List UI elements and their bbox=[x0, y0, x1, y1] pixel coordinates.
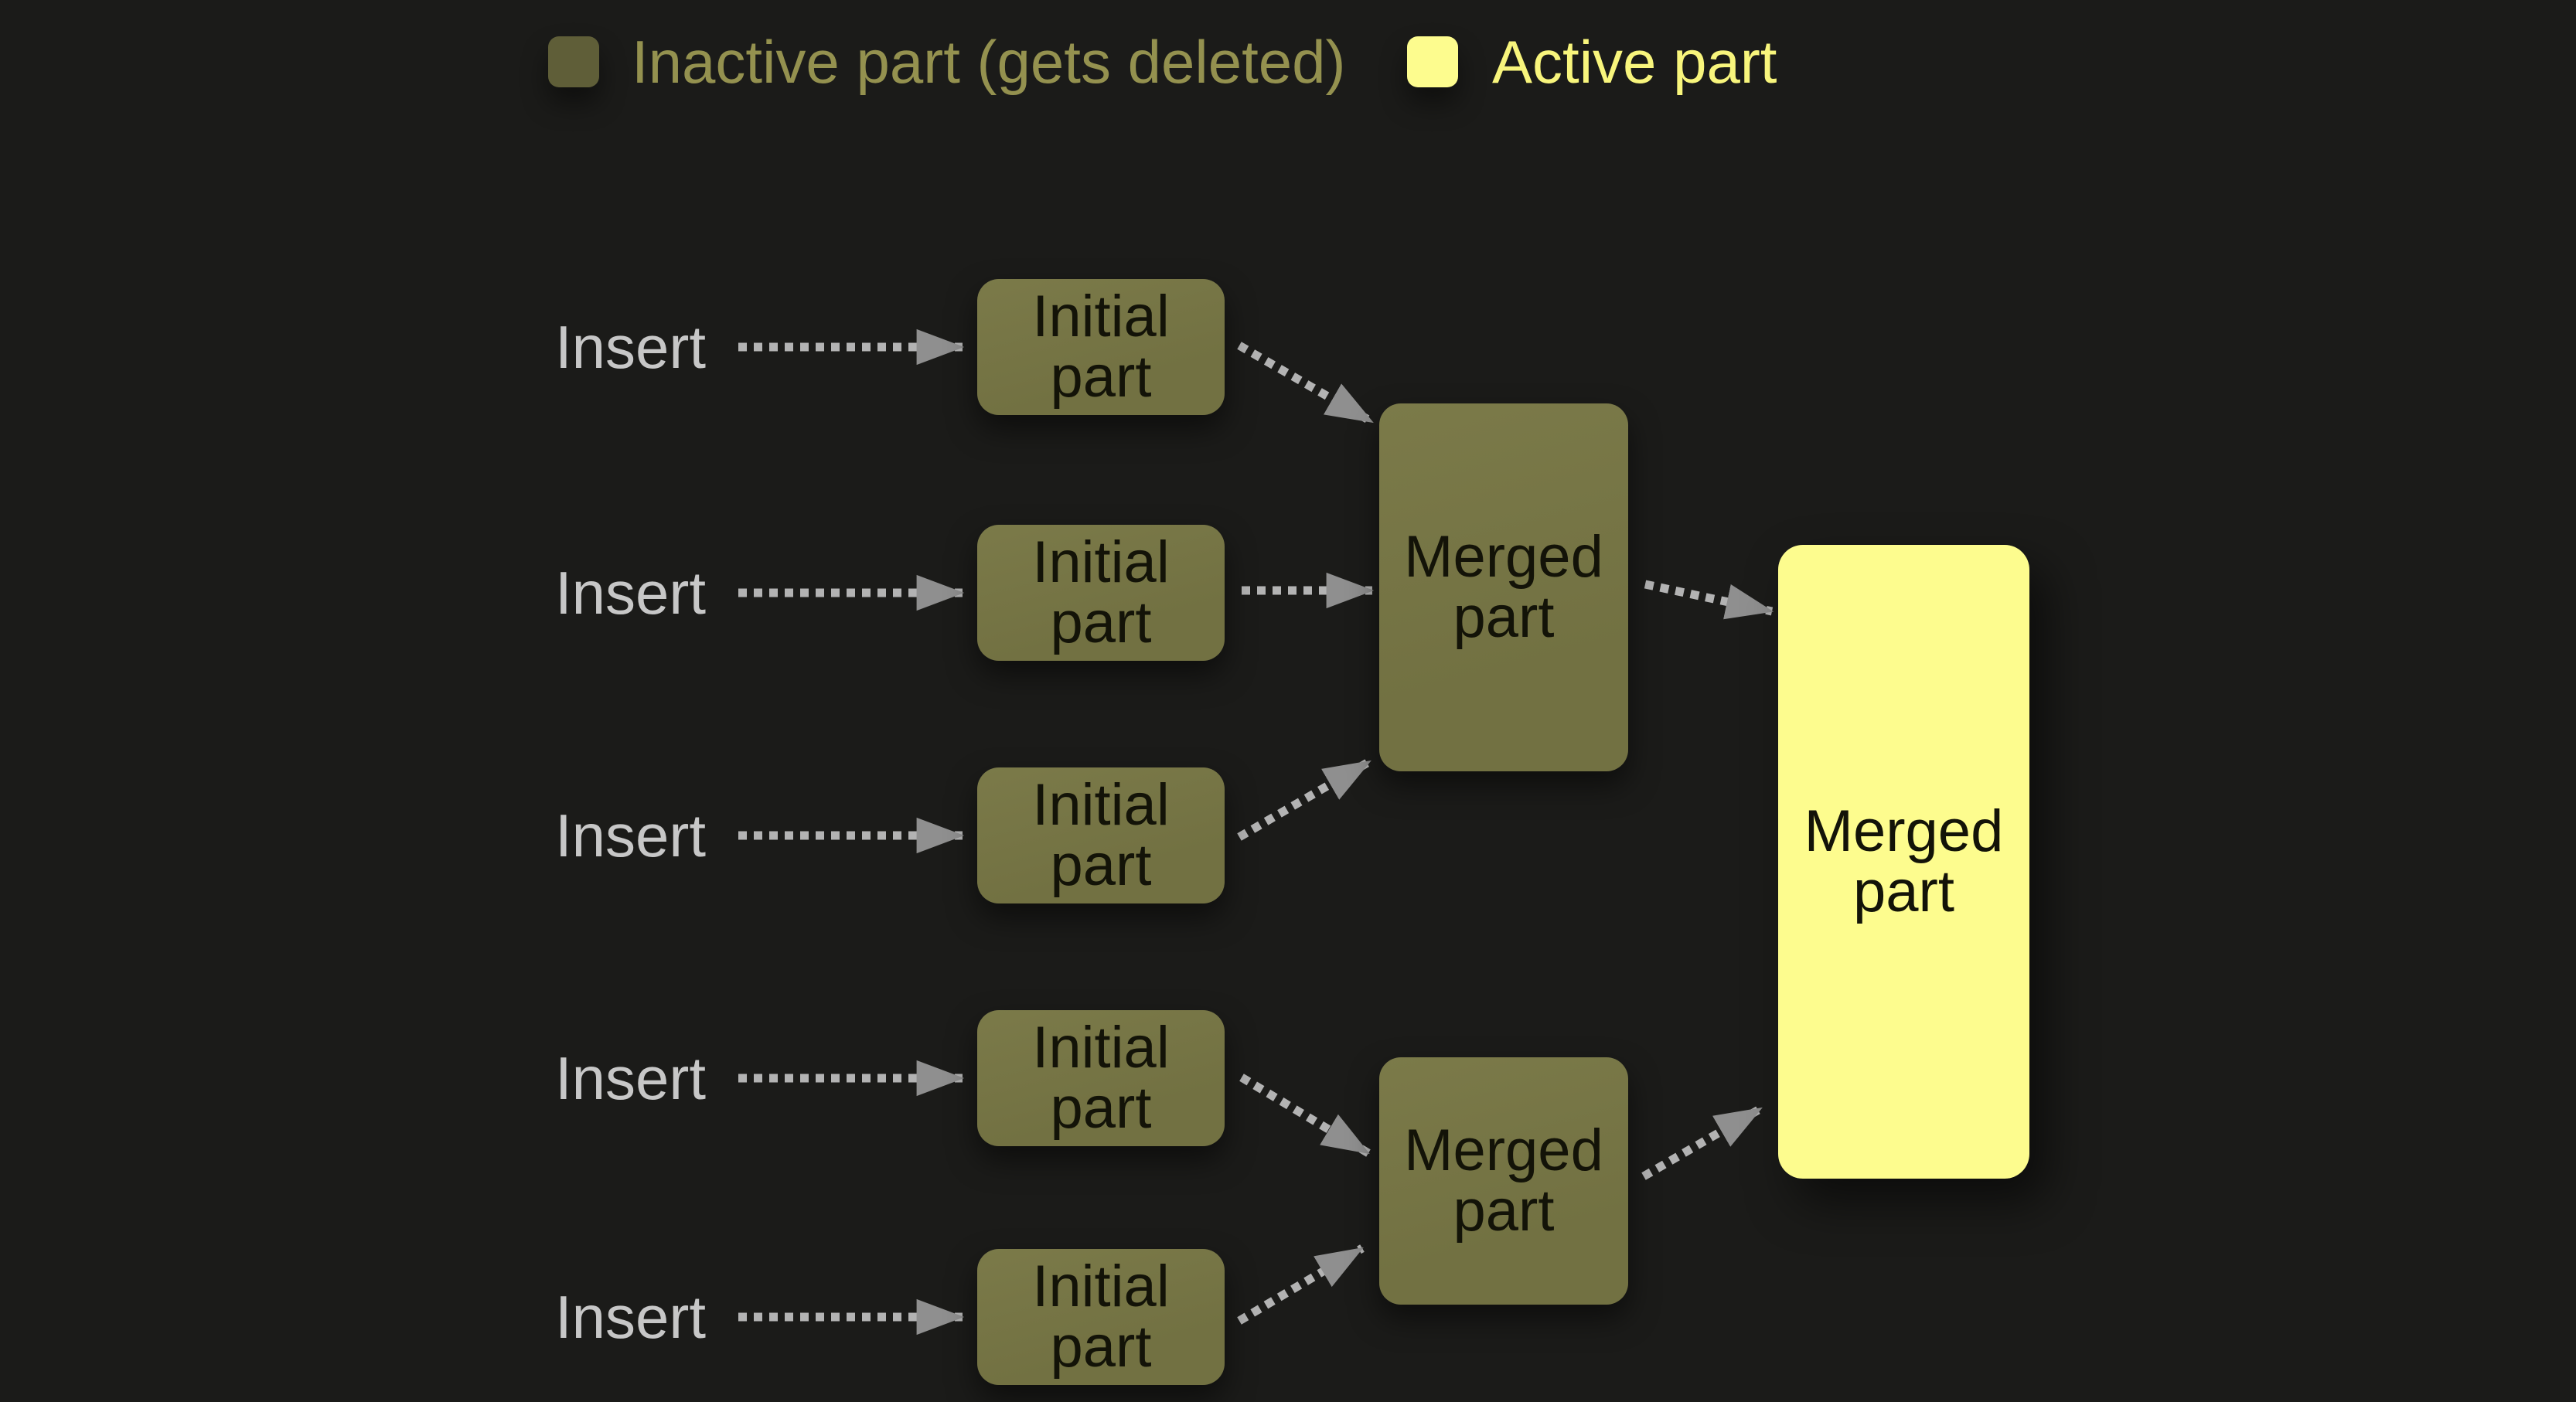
merged-part-label: Merged part bbox=[1404, 1118, 1603, 1244]
insert-label-1: Insert bbox=[555, 313, 707, 381]
arrow-merged1-to-final bbox=[1644, 580, 1774, 620]
arrow-initial1-to-merged1 bbox=[1237, 342, 1375, 426]
insert-label-4: Insert bbox=[555, 1044, 707, 1112]
merged-part-label: Merged part bbox=[1804, 798, 2004, 924]
initial-part-node-5: Initial part bbox=[977, 1249, 1225, 1385]
legend-inactive-label: Inactive part (gets deleted) bbox=[632, 28, 1346, 96]
insert-label-3: Insert bbox=[555, 801, 707, 869]
arrow-initial3-to-merged1 bbox=[1237, 757, 1372, 841]
merged-part-label: Merged part bbox=[1404, 524, 1603, 650]
initial-part-node-4: Initial part bbox=[977, 1010, 1225, 1146]
initial-part-label: Initial part bbox=[1032, 284, 1170, 410]
arrow-merged2-to-final bbox=[1641, 1104, 1763, 1180]
merged-part-node-active: Merged part bbox=[1778, 545, 2029, 1179]
arrow-initial5-to-merged2 bbox=[1237, 1244, 1365, 1325]
legend-active-label: Active part bbox=[1492, 28, 1777, 96]
initial-part-label: Initial part bbox=[1032, 529, 1170, 655]
insert-label-2: Insert bbox=[555, 559, 707, 627]
legend-active-swatch bbox=[1407, 36, 1458, 87]
initial-part-node-3: Initial part bbox=[977, 767, 1225, 903]
merged-part-node-2: Merged part bbox=[1379, 1057, 1628, 1305]
initial-part-label: Initial part bbox=[1032, 772, 1170, 898]
initial-part-label: Initial part bbox=[1032, 1254, 1170, 1380]
initial-part-node-2: Initial part bbox=[977, 525, 1225, 661]
merged-part-node-1: Merged part bbox=[1379, 403, 1628, 771]
initial-part-label: Initial part bbox=[1032, 1015, 1170, 1141]
legend-inactive-swatch bbox=[548, 36, 599, 87]
initial-part-node-1: Initial part bbox=[977, 279, 1225, 415]
arrow-initial4-to-merged2 bbox=[1239, 1074, 1371, 1157]
insert-label-5: Insert bbox=[555, 1283, 707, 1351]
